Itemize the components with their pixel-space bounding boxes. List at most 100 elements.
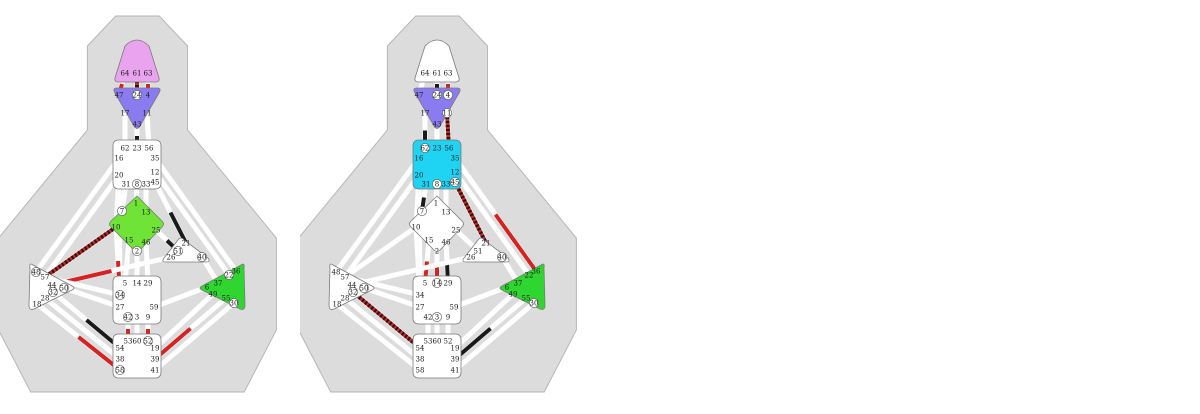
gate-number: 44 <box>348 282 357 290</box>
gate-number: 37 <box>214 280 223 288</box>
gate-33: 33 <box>142 181 151 189</box>
channels <box>33 72 239 372</box>
center-sacral <box>412 275 462 325</box>
gate-4: 4 <box>146 92 151 100</box>
gate-number: 8 <box>135 181 139 189</box>
gate-number: 20 <box>415 172 424 180</box>
gate-number: 8 <box>435 181 439 189</box>
gate-number: 7 <box>420 208 424 216</box>
gate-number: 57 <box>41 274 50 282</box>
gate-number: 50 <box>360 285 369 293</box>
gate-number: 32 <box>349 289 358 297</box>
gate-27: 27 <box>416 304 425 312</box>
gate-2: 2 <box>132 246 142 256</box>
gate-24: 24 <box>132 90 142 100</box>
gate-number: 36 <box>232 268 241 276</box>
gate-number: 22 <box>225 272 234 280</box>
gate-number: 55 <box>522 295 531 303</box>
gate-number: 5 <box>123 280 127 288</box>
gate-number: 63 <box>144 70 153 78</box>
gate-number: 18 <box>333 301 342 309</box>
gate-number: 11 <box>143 110 152 118</box>
gate-50: 50 <box>59 283 69 293</box>
gate-44: 44 <box>348 282 357 290</box>
gate-number: 38 <box>416 356 425 364</box>
gate-23: 23 <box>133 145 142 153</box>
gate-number: 4 <box>146 92 151 100</box>
gate-number: 15 <box>125 237 134 245</box>
channel-20-57 <box>342 173 422 279</box>
gate-number: 41 <box>151 367 160 375</box>
gate-number: 23 <box>433 145 442 153</box>
gate-number: 45 <box>451 179 460 187</box>
gate-8: 8 <box>132 179 142 189</box>
gate-number: 47 <box>415 92 424 100</box>
gate-38: 38 <box>416 356 425 364</box>
gate-46: 46 <box>442 239 451 247</box>
gate-52: 52 <box>143 336 153 346</box>
gate-61: 61 <box>433 70 442 78</box>
gate-5: 5 <box>123 280 127 288</box>
gate-2: 2 <box>435 248 439 256</box>
gate-39: 39 <box>151 356 160 364</box>
gate-56: 56 <box>445 145 454 153</box>
gate-14: 14 <box>133 280 142 288</box>
gate-41: 41 <box>451 367 460 375</box>
gate-number: 42 <box>424 314 433 322</box>
channel-30-41 <box>453 301 536 372</box>
gate-number: 17 <box>121 110 130 118</box>
channel-12-22 <box>452 170 532 277</box>
gate-34: 34 <box>416 292 425 300</box>
gate-24: 24 <box>432 90 442 100</box>
gate-42: 42 <box>123 312 133 322</box>
gate-number: 52 <box>444 338 453 346</box>
gate-22: 22 <box>224 270 234 280</box>
gate-number: 21 <box>482 240 491 248</box>
gate-number: 9 <box>446 314 450 322</box>
gate-number: 45 <box>151 179 160 187</box>
gate-55: 55 <box>522 295 531 303</box>
gate-3: 3 <box>432 312 442 322</box>
gate-number: 61 <box>133 70 142 78</box>
center-root <box>412 333 462 379</box>
gate-63: 63 <box>144 70 153 78</box>
gate-58: 58 <box>115 365 125 375</box>
gate-number: 24 <box>433 92 442 100</box>
gate-number: 3 <box>135 314 139 322</box>
gate-14: 14 <box>432 278 442 288</box>
center-head <box>414 39 460 83</box>
gate-40: 40 <box>197 252 207 262</box>
gate-number: 37 <box>514 280 523 288</box>
channel-59-6 <box>453 284 508 310</box>
gate-number: 49 <box>509 291 518 299</box>
gate-number: 2 <box>435 248 439 256</box>
gate-59: 59 <box>150 304 159 312</box>
gate-13: 13 <box>142 209 151 217</box>
gate-number: 1 <box>434 200 438 208</box>
gate-number: 2 <box>135 248 139 256</box>
gate-number: 15 <box>425 237 434 245</box>
gate-26: 26 <box>167 254 176 262</box>
gate-number: 20 <box>115 172 124 180</box>
gate-number: 51 <box>474 248 483 256</box>
gate-61: 61 <box>133 70 142 78</box>
gate-9: 9 <box>146 314 150 322</box>
gate-16: 16 <box>115 155 124 163</box>
channels <box>333 72 539 372</box>
gate-number: 46 <box>442 239 451 247</box>
channel-27-50 <box>363 285 421 310</box>
gate-50: 50 <box>359 283 369 293</box>
center-spleen <box>328 263 375 310</box>
gate-number: 16 <box>415 155 424 163</box>
gate-35: 35 <box>151 155 160 163</box>
channel-32-54 <box>351 290 422 350</box>
gate-52: 52 <box>444 338 453 346</box>
gate-number: 31 <box>122 181 131 189</box>
gate-number: 29 <box>444 280 453 288</box>
gate-44: 44 <box>48 282 57 290</box>
gate-30: 30 <box>229 298 239 308</box>
gate-30: 30 <box>529 298 539 308</box>
gate-17: 17 <box>421 110 430 118</box>
gate-10: 10 <box>112 224 121 232</box>
